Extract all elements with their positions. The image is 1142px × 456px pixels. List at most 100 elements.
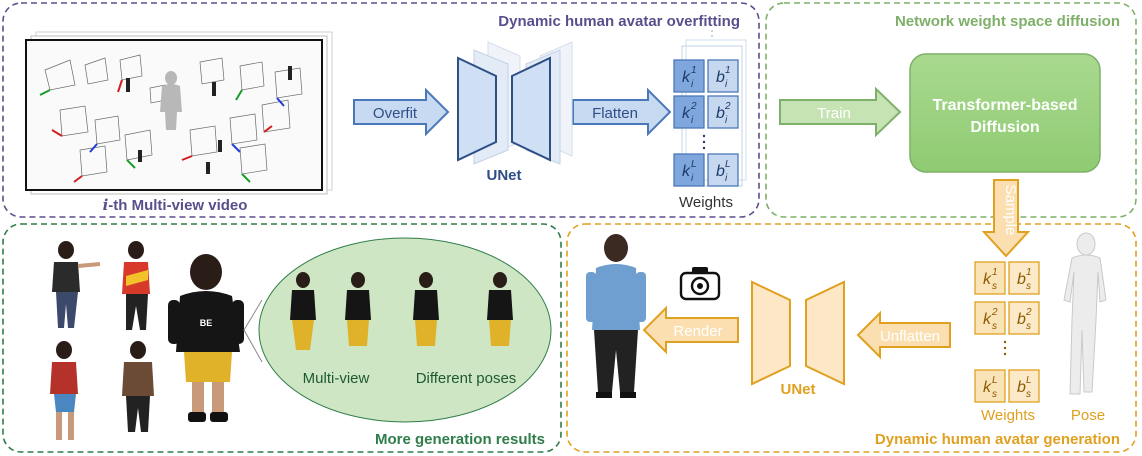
- svg-text:b: b: [1017, 379, 1026, 396]
- panel-diffusion-title: Network weight space diffusion: [895, 13, 1120, 30]
- svg-text:b: b: [716, 105, 725, 122]
- different-poses-label: Different poses: [416, 370, 517, 387]
- flatten-arrow: Flatten: [572, 87, 672, 137]
- svg-text:i: i: [725, 173, 728, 184]
- svg-text:s: s: [1026, 389, 1031, 400]
- svg-text:BE: BE: [200, 318, 213, 328]
- svg-text:b: b: [716, 69, 725, 86]
- svg-text:1: 1: [992, 267, 998, 278]
- svg-text:s: s: [992, 389, 997, 400]
- svg-text:1: 1: [691, 65, 697, 76]
- unet-top-decoder: [511, 56, 551, 162]
- unet-bottom: UNet: [751, 280, 845, 398]
- unet-bottom-encoder: [751, 280, 791, 386]
- svg-text:2: 2: [724, 101, 731, 112]
- svg-text:s: s: [992, 281, 997, 292]
- svg-text:k: k: [983, 311, 992, 328]
- unflatten-arrow: Unflatten: [856, 310, 951, 360]
- svg-text:1: 1: [1026, 267, 1032, 278]
- weights-bottom-label: Weights: [981, 407, 1035, 424]
- train-arrow: Train: [779, 86, 902, 138]
- svg-text:L: L: [1026, 375, 1032, 386]
- svg-text:2: 2: [1025, 307, 1032, 318]
- rendered-avatar: [586, 234, 646, 398]
- sample-arrow: Sample: [981, 179, 1031, 258]
- overfit-arrow-label: Overfit: [373, 105, 418, 122]
- svg-text:b: b: [1017, 271, 1026, 288]
- weights-bottom-ellipsis-dot: [1003, 346, 1007, 350]
- svg-text:s: s: [1026, 281, 1031, 292]
- unet-bottom-label: UNet: [780, 381, 815, 398]
- svg-text:k: k: [983, 379, 992, 396]
- transformer-diffusion-block: Transformer-based Diffusion: [909, 53, 1101, 173]
- pose-label: Pose: [1071, 407, 1105, 424]
- weights-top-ellipsis-dot: [702, 140, 706, 144]
- weights-bottom-ellipsis-dot: [1003, 340, 1007, 344]
- unet-top-encoder: [457, 56, 497, 162]
- video-caption: i-th Multi-view video: [103, 196, 248, 214]
- weights-bottom-ellipsis-dot: [1003, 352, 1007, 356]
- panel-results-title: More generation results: [375, 431, 545, 448]
- svg-text:L: L: [691, 159, 697, 170]
- svg-text:i: i: [691, 79, 694, 90]
- svg-text:b: b: [716, 163, 725, 180]
- camera-icon: [679, 267, 721, 301]
- panel-overfitting-title: Dynamic human avatar overfitting: [498, 13, 740, 30]
- svg-text:k: k: [682, 163, 691, 180]
- weights-top-ellipsis-dot: [702, 134, 706, 138]
- svg-text:i: i: [691, 115, 694, 126]
- unflatten-arrow-label: Unflatten: [880, 328, 940, 345]
- svg-text:L: L: [725, 159, 731, 170]
- svg-text:b: b: [1017, 311, 1026, 328]
- sample-arrow-label: Sample: [1002, 185, 1019, 236]
- svg-text:1: 1: [725, 65, 731, 76]
- svg-text:2: 2: [991, 307, 998, 318]
- overfit-arrow: Overfit: [353, 87, 450, 137]
- multiview-video-stack: [25, 31, 333, 195]
- pose-figure: [1063, 232, 1107, 395]
- svg-text:k: k: [682, 69, 691, 86]
- unet-top: UNet: [457, 41, 573, 184]
- video-subject: [160, 71, 182, 130]
- svg-text:s: s: [992, 321, 997, 332]
- weights-top-label: Weights: [679, 194, 733, 211]
- panel-diffusion-border: [765, 2, 1137, 218]
- flatten-arrow-label: Flatten: [592, 105, 638, 122]
- svg-text:k: k: [682, 105, 691, 122]
- svg-text:2: 2: [690, 101, 697, 112]
- train-arrow-label: Train: [817, 105, 851, 122]
- weights-top-ellipsis-dot: [702, 146, 706, 150]
- svg-text:i: i: [691, 173, 694, 184]
- render-arrow-label: Render: [673, 323, 722, 340]
- unet-bottom-decoder: [805, 280, 845, 386]
- svg-text:k: k: [983, 271, 992, 288]
- unet-top-label: UNet: [486, 167, 521, 184]
- svg-text:i: i: [725, 79, 728, 90]
- render-arrow: Render: [642, 305, 739, 355]
- results-connector: [243, 299, 263, 363]
- ellipse-people: [290, 272, 513, 350]
- panel-results-border: [2, 223, 562, 453]
- svg-text:s: s: [1026, 321, 1031, 332]
- result-people: BE: [50, 241, 244, 440]
- svg-text:i: i: [725, 115, 728, 126]
- transformer-line1: Transformer-based: [933, 97, 1078, 114]
- multiview-label: Multi-view: [303, 370, 370, 387]
- panel-generation-title: Dynamic human avatar generation: [875, 431, 1120, 448]
- results-ellipse: [258, 237, 552, 423]
- svg-text:L: L: [992, 375, 998, 386]
